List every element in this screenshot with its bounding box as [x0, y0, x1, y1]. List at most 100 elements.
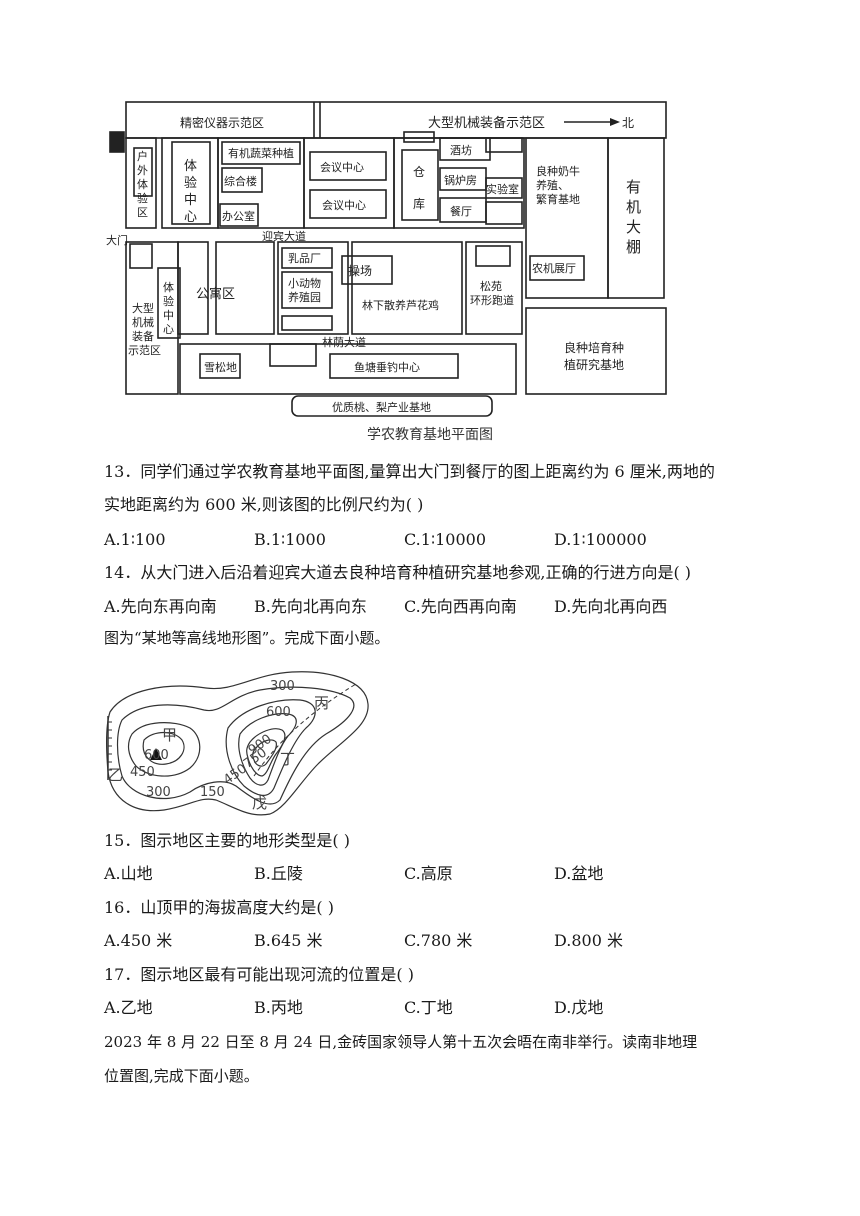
label-fruit: 优质桃、梨产业基地 [332, 400, 431, 414]
label-big-machinery-left: 大型 机械 装备 示范区 [128, 301, 161, 357]
map-caption: 学农教育基地平面图 [367, 427, 493, 443]
label-chicken: 林下散养芦花鸡 [362, 298, 439, 312]
contour-map: 300 600 600 450 300 150 450 750 900 甲 乙 … [106, 671, 369, 816]
q13-stem-line2: 实地距离约为 600 米,则该图的比例尺约为( ) [104, 495, 424, 514]
svg-text:松苑: 松苑 [480, 279, 502, 293]
svg-text:繁育基地: 繁育基地 [536, 192, 580, 206]
q13-option-b[interactable]: B.1∶1000 [254, 530, 326, 549]
intro-last-line1: 2023 年 8 月 22 日至 8 月 24 日,金砖国家领导人第十五次会晤在… [104, 1033, 698, 1051]
q15-option-c[interactable]: C.高原 [404, 864, 453, 883]
label-agri-hall: 农机展厅 [532, 261, 576, 275]
intro-last-line2: 位置图,完成下面小题。 [104, 1067, 259, 1085]
campus-plan-map: 北 精密仪器示范区 大型机械装备示范区 户 外 体 验 区 体 验 中 心 有机… [106, 101, 667, 417]
q15-option-d[interactable]: D.盆地 [554, 864, 604, 883]
label-outdoor: 户 外 体 验 区 [137, 149, 148, 219]
svg-text:体: 体 [163, 280, 174, 294]
north-label: 北 [622, 116, 634, 130]
contour-label-300-bottom: 300 [146, 785, 171, 800]
svg-text:外: 外 [137, 164, 148, 177]
svg-text:示范区: 示范区 [128, 343, 161, 357]
svg-text:心: 心 [163, 323, 174, 336]
svg-text:机: 机 [626, 198, 641, 216]
q16-option-a[interactable]: A.450 米 [104, 931, 173, 950]
label-precision: 精密仪器示范区 [180, 115, 264, 130]
q13-stem-line1: 13．同学们通过学农教育基地平面图,量算出大门到餐厅的图上距离约为 6 厘米,两… [104, 462, 715, 481]
q14-option-b[interactable]: B.先向北再向东 [254, 597, 367, 616]
svg-text:棚: 棚 [626, 238, 641, 256]
contour-label-150: 150 [200, 785, 225, 800]
q16-stem: 16．山顶甲的海拔高度大约是( ) [104, 898, 334, 917]
svg-text:区: 区 [137, 206, 148, 219]
label-seed-research: 良种培育种 植研究基地 [564, 340, 624, 372]
topo-intro: 图为“某地等高线地形图”。完成下面小题。 [104, 629, 390, 647]
label-snow-pine: 雪松地 [204, 360, 237, 374]
svg-text:大型: 大型 [132, 301, 154, 315]
label-greenhouse: 有 机 大 棚 [626, 178, 641, 256]
label-gate: 大门 [106, 233, 128, 247]
label-animal: 小动物 养殖园 [288, 276, 321, 304]
q15-option-b[interactable]: B.丘陵 [254, 864, 303, 883]
svg-text:大: 大 [626, 218, 641, 236]
svg-text:体: 体 [137, 177, 148, 191]
q16-option-b[interactable]: B.645 米 [254, 931, 323, 950]
q14-option-d[interactable]: D.先向北再向西 [554, 597, 668, 616]
svg-text:有: 有 [626, 178, 641, 196]
point-bing: 丙 [314, 694, 329, 712]
q14-option-c[interactable]: C.先向西再向南 [404, 597, 517, 616]
q13-option-a[interactable]: A.1∶100 [104, 530, 166, 549]
svg-text:验: 验 [163, 294, 174, 308]
label-organic-veg: 有机蔬菜种植 [228, 146, 294, 160]
svg-text:植研究基地: 植研究基地 [564, 357, 624, 372]
label-big-machinery-top: 大型机械装备示范区 [428, 115, 545, 131]
label-dairy: 乳品厂 [288, 252, 321, 265]
contour-label-600-right: 600 [266, 705, 291, 720]
q13-option-d[interactable]: D.1∶100000 [554, 530, 647, 549]
q15-stem: 15．图示地区主要的地形类型是( ) [104, 831, 350, 850]
label-pine: 松苑 环形跑道 [470, 279, 514, 307]
label-complex: 综合楼 [224, 174, 257, 188]
svg-text:验: 验 [137, 191, 148, 205]
svg-text:环形跑道: 环形跑道 [470, 293, 514, 307]
q14-stem: 14．从大门进入后沿着迎宾大道去良种培育种植研究基地参观,正确的行进方向是( ) [104, 563, 692, 582]
label-meeting1: 会议中心 [320, 161, 364, 174]
q17-option-a[interactable]: A.乙地 [104, 998, 153, 1017]
svg-text:良种奶牛: 良种奶牛 [536, 164, 580, 178]
label-apartment: 公寓区 [196, 286, 235, 302]
contour-label-450-left: 450 [130, 765, 155, 780]
label-playground: 操场 [348, 263, 372, 278]
svg-text:装备: 装备 [132, 329, 154, 343]
point-ding: 丁 [280, 750, 295, 768]
q16-option-c[interactable]: C.780 米 [404, 931, 473, 950]
q13-option-c[interactable]: C.1∶10000 [404, 530, 486, 549]
svg-text:机械: 机械 [132, 315, 154, 329]
label-road1: 迎宾大道 [262, 229, 306, 243]
svg-text:养殖、: 养殖、 [536, 178, 569, 192]
label-cattle: 良种奶牛 养殖、 繁育基地 [536, 164, 580, 206]
q17-option-b[interactable]: B.丙地 [254, 998, 303, 1017]
label-lab: 实验室 [486, 182, 519, 196]
contour-label-300-top: 300 [270, 679, 295, 694]
label-office: 办公室 [222, 209, 255, 223]
label-experience-bottom: 体 验 中 心 [163, 280, 174, 336]
q14-option-a[interactable]: A.先向东再向南 [104, 597, 217, 616]
label-winery: 酒坊 [450, 143, 472, 157]
peak-triangle-icon [150, 748, 162, 760]
q17-stem: 17．图示地区最有可能出现河流的位置是( ) [104, 965, 414, 984]
label-fishing: 鱼塘垂钓中心 [354, 360, 420, 374]
q17-option-c[interactable]: C.丁地 [404, 998, 453, 1017]
svg-text:户: 户 [137, 149, 148, 163]
contour-label-600-left: 600 [144, 748, 169, 763]
svg-text:小动物: 小动物 [288, 276, 321, 290]
point-jia: 甲 [162, 726, 177, 744]
q17-option-d[interactable]: D.戊地 [554, 998, 604, 1017]
point-yi: 乙 [108, 766, 123, 784]
svg-text:体: 体 [184, 159, 197, 174]
label-experience-top: 体 验 中 心 [184, 159, 197, 225]
svg-text:中: 中 [184, 193, 197, 208]
label-boiler: 锅炉房 [444, 174, 477, 187]
q15-option-a[interactable]: A.山地 [104, 864, 153, 883]
label-restaurant: 餐厅 [450, 204, 472, 218]
svg-text:良种培育种: 良种培育种 [564, 340, 624, 355]
q16-option-d[interactable]: D.800 米 [554, 931, 623, 950]
svg-text:库: 库 [413, 196, 425, 211]
